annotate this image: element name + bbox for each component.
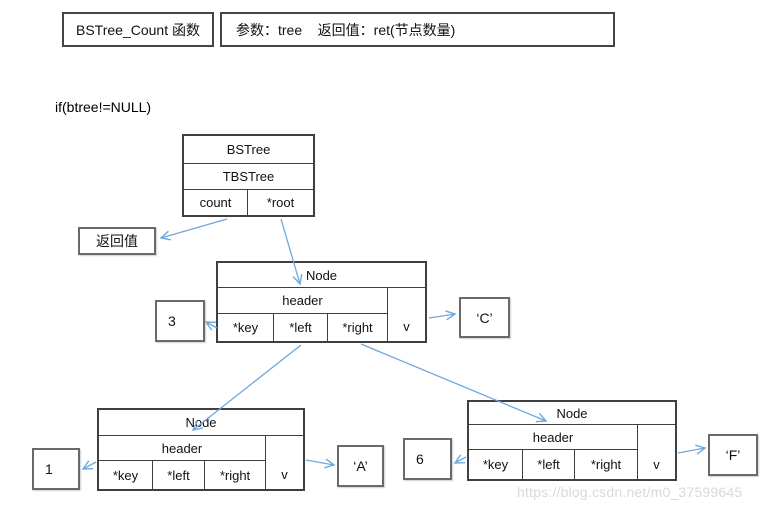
- bstree-type-row: BSTree: [184, 136, 313, 164]
- arrow-right-v-to-data-icon: [677, 448, 705, 453]
- arrow-left-v-to-data-icon: [305, 460, 334, 465]
- condition-text: if(btree!=NULL): [55, 99, 152, 115]
- node-root-title: Node: [218, 263, 425, 288]
- left-data-value: ‘A’: [353, 458, 368, 474]
- bstree-count-cell: count: [184, 190, 248, 215]
- node-right-right-cell: *right: [590, 457, 622, 472]
- node-left-key-cell: *key: [99, 461, 153, 489]
- node-root-key-cell: *key: [218, 314, 274, 341]
- bstree-struct-table: BSTree TBSTree count *root: [182, 134, 315, 217]
- root-key-value-box: 3: [155, 300, 205, 342]
- arrow-count-to-return-icon: [161, 218, 228, 238]
- node-left-left-cell: *left: [153, 461, 205, 489]
- watermark-text: https://blog.csdn.net/m0_37599645: [517, 484, 743, 500]
- node-root-v-cell: v: [403, 319, 410, 334]
- right-key-value-box: 6: [403, 438, 452, 480]
- node-root-header: header: [218, 288, 387, 314]
- node-left-right-cell: *right: [219, 467, 251, 483]
- node-right-title: Node: [469, 402, 675, 425]
- node-right-header: header: [469, 425, 637, 450]
- node-struct-left-child: Node header *key *left *right v: [97, 408, 305, 491]
- node-root-right-cell: *right: [342, 320, 373, 335]
- arrow-root-v-to-data-icon: [428, 314, 455, 318]
- right-key-value: 6: [416, 451, 424, 467]
- right-data-value-box: ‘F’: [708, 434, 758, 476]
- bstree-root-cell: *root: [266, 195, 295, 210]
- node-root-left-cell: *left: [274, 314, 328, 341]
- node-right-key-cell: *key: [469, 450, 523, 479]
- function-title-label: BSTree_Count 函数: [76, 21, 200, 38]
- left-key-value-box: 1: [32, 448, 80, 490]
- node-left-title: Node: [99, 410, 303, 436]
- node-struct-right-child: Node header *key *left *right v: [467, 400, 677, 481]
- params-title-box: 参数：tree 返回值：ret(节点数量): [220, 12, 615, 47]
- return-value-box: 返回值: [78, 227, 156, 255]
- node-right-v-cell: v: [653, 457, 660, 472]
- arrow-right-key-to-value-icon: [455, 457, 467, 463]
- node-struct-root: Node header *key *left *right v: [216, 261, 427, 343]
- bstree-typedef-row: TBSTree: [184, 164, 313, 190]
- function-title-box: BSTree_Count 函数: [62, 12, 214, 47]
- return-value-label: 返回值: [96, 233, 138, 249]
- root-key-value: 3: [168, 313, 176, 329]
- right-data-value: ‘F’: [725, 447, 741, 463]
- left-data-value-box: ‘A’: [337, 445, 384, 487]
- params-title-label: 参数：tree 返回值：ret(节点数量): [236, 21, 456, 38]
- root-data-value: ‘C’: [476, 309, 493, 326]
- arrow-left-key-to-value-icon: [83, 462, 97, 469]
- root-data-value-box: ‘C’: [459, 297, 510, 338]
- left-key-value: 1: [45, 461, 53, 477]
- node-right-left-cell: *left: [523, 450, 575, 479]
- node-left-v-cell: v: [281, 467, 288, 482]
- node-left-header: header: [99, 436, 265, 461]
